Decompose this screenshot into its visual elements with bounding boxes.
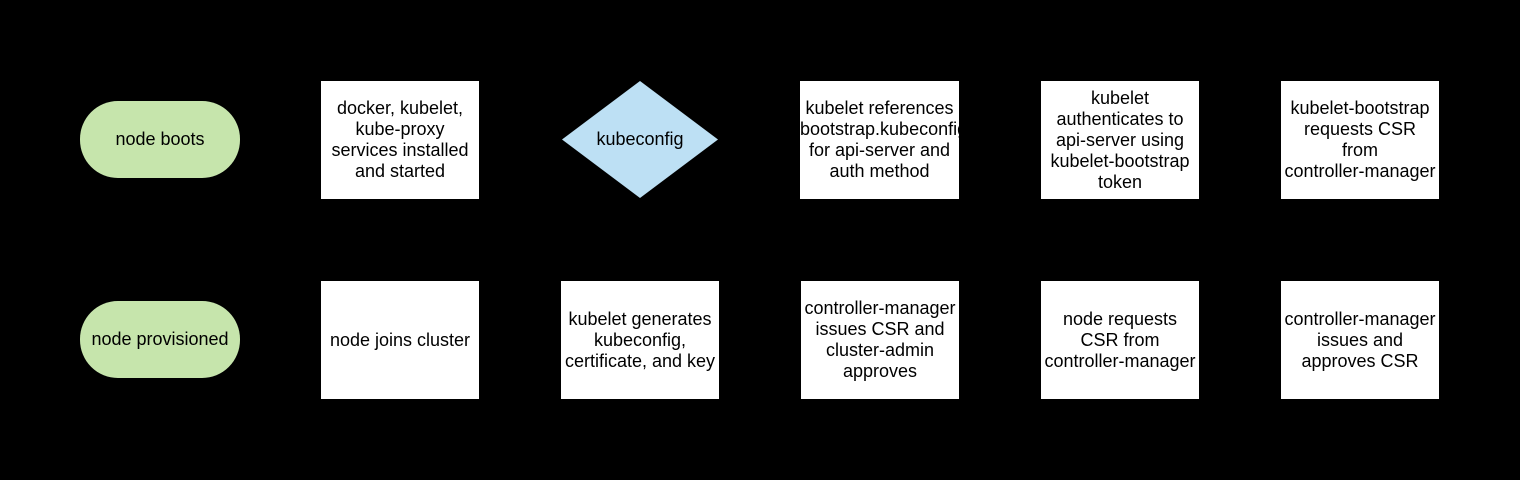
process-cm-issues-approves-csr: controller-manager issues and approves C… xyxy=(1281,281,1439,399)
process-node-joins-cluster: node joins cluster xyxy=(321,281,479,399)
process-kubelet-generates-kubeconfig-label: kubelet generates kubeconfig, certificat… xyxy=(564,308,716,371)
decision-kubeconfig: kubeconfig xyxy=(562,81,718,198)
process-cm-issues-approves-csr-label: controller-manager issues and approves C… xyxy=(1284,308,1436,371)
process-authenticates-with-token: kubelet authenticates to api-server usin… xyxy=(1041,81,1199,199)
process-services-installed-label: docker, kubelet, kube-proxy services ins… xyxy=(331,98,469,181)
decision-kubeconfig-label: kubeconfig xyxy=(596,129,684,149)
process-references-bootstrap-kubeconfig: kubelet references bootstrap.kubeconfig … xyxy=(800,81,968,199)
process-cm-issues-admin-approves: controller-manager issues CSR and cluste… xyxy=(801,281,959,399)
process-bootstrap-requests-csr: kubelet-bootstrap requests CSR from cont… xyxy=(1281,81,1439,199)
terminator-node-provisioned-label: node provisioned xyxy=(91,329,229,349)
process-node-requests-csr-label: node requests CSR from controller-manage… xyxy=(1044,308,1196,371)
terminator-node-boots-label: node boots xyxy=(115,129,205,149)
process-cm-issues-admin-approves-label: controller-manager issues CSR and cluste… xyxy=(804,298,956,381)
process-kubelet-generates-kubeconfig: kubelet generates kubeconfig, certificat… xyxy=(561,281,719,399)
decision-diamond-shape xyxy=(562,81,718,198)
terminator-node-boots: node boots xyxy=(80,101,240,178)
process-authenticates-with-token-label: kubelet authenticates to api-server usin… xyxy=(1050,87,1190,192)
terminator-node-provisioned: node provisioned xyxy=(80,301,240,378)
process-bootstrap-requests-csr-label: kubelet-bootstrap requests CSR from cont… xyxy=(1284,98,1436,181)
process-services-installed: docker, kubelet, kube-proxy services ins… xyxy=(321,81,479,199)
process-node-requests-csr: node requests CSR from controller-manage… xyxy=(1041,281,1199,399)
process-references-bootstrap-kubeconfig-label: kubelet references bootstrap.kubeconfig … xyxy=(800,98,968,181)
process-node-joins-cluster-label: node joins cluster xyxy=(329,329,471,350)
